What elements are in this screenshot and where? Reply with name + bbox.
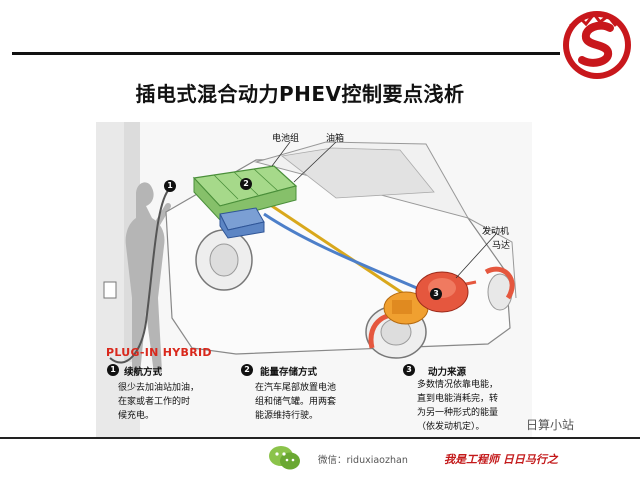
motor-label: 马达 — [492, 241, 511, 251]
marker-1: 1 — [164, 180, 176, 192]
engine-label: 发动机 — [482, 227, 510, 237]
car-illustration — [96, 122, 532, 438]
feature-3-line: （依发动机定）。 — [417, 422, 485, 432]
wechat-icon — [269, 446, 300, 470]
feature-3-title: 动力来源 — [428, 367, 467, 378]
feature-1-line: 候充电。 — [118, 411, 155, 421]
feature-2-number: 2 — [241, 364, 253, 376]
corner-watermark: 日算小站 — [526, 418, 575, 432]
brand-logo-icon — [563, 11, 631, 79]
footer-rule — [0, 437, 640, 439]
marker-2: 2 — [240, 178, 252, 190]
feature-2-line: 在汽车尾部放置电池 — [255, 383, 337, 393]
feature-1-desc: 很少去加油站加油， 在家或者工作的时 候充电。 — [118, 381, 199, 423]
page-title: 插电式混合动力PHEV控制要点浅析 — [135, 82, 465, 106]
feature-1-line: 在家或者工作的时 — [118, 397, 191, 407]
fuel-tank-label: 油箱 — [326, 134, 345, 144]
feature-3-line: 直到电能消耗完，转 — [417, 394, 499, 404]
feature-2-title: 能量存储方式 — [260, 367, 318, 378]
feature-1-number: 1 — [107, 364, 119, 376]
feature-1-line: 很少去加油站加油， — [118, 383, 200, 393]
slogan: 我是工程师 日日马行之 — [444, 453, 558, 466]
battery-label: 电池组 — [272, 134, 300, 144]
feature-2-line: 组和储气罐。用两套 — [255, 397, 337, 407]
wechat-id: 微信：riduxiaozhan — [318, 455, 408, 466]
feature-1-title: 续航方式 — [124, 367, 163, 378]
feature-2-desc: 在汽车尾部放置电池 组和储气罐。用两套 能源维持行驶。 — [255, 381, 336, 423]
feature-3-desc: 多数情况依靠电能， 直到电能消耗完，转 为另一种形式的能量 （依发动机定）。 — [417, 378, 498, 434]
phev-diagram: 电池组 油箱 发动机 马达 1 2 3 — [96, 122, 532, 438]
header-rule — [12, 52, 560, 55]
feature-3-number: 3 — [403, 364, 415, 376]
feature-3-line: 为另一种形式的能量 — [417, 408, 499, 418]
marker-3: 3 — [430, 288, 442, 300]
plugin-hybrid-heading: PLUG-IN HYBRID — [106, 346, 212, 359]
feature-2-line: 能源维持行驶。 — [255, 411, 319, 421]
feature-3-line: 多数情况依靠电能， — [417, 380, 499, 390]
